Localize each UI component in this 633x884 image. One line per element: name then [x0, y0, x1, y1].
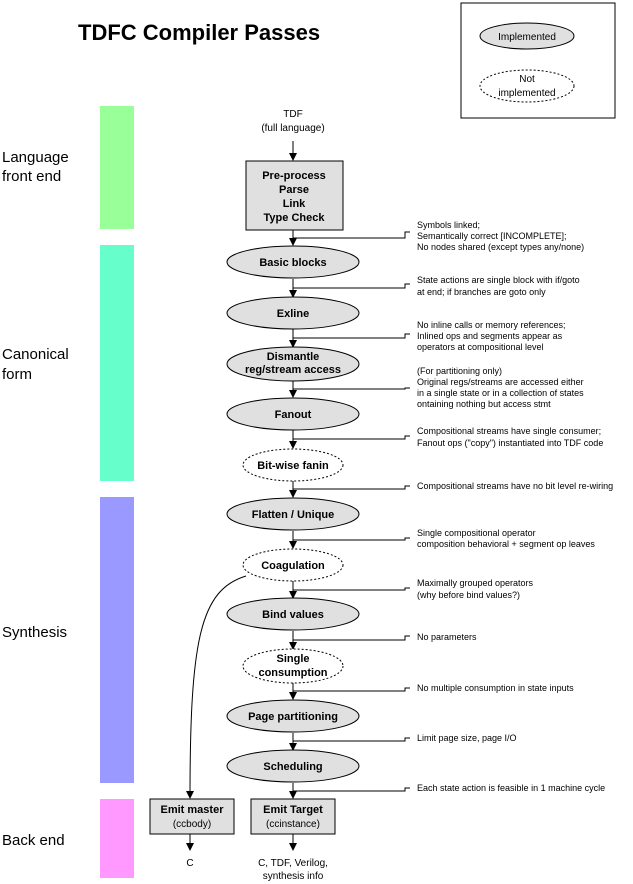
node-flatten-unique-label: Flatten / Unique [252, 509, 335, 521]
notes: Symbols linked; Semantically correct [IN… [417, 220, 613, 793]
note-3-line1: No inline calls or memory references; [417, 320, 566, 330]
node-exline [226, 296, 360, 330]
legend-implemented-ellipse [479, 22, 575, 50]
node-single-consumption-label-line1: Single [276, 653, 309, 665]
note-connectors [293, 231, 410, 792]
emit-target-title: Emit Target [263, 804, 323, 816]
stage-label-synthesis: Synthesis [2, 624, 67, 641]
note-connector-11 [293, 737, 410, 742]
emit-master-output: C [186, 858, 193, 869]
note-11-line1: Limit page size, page I/O [417, 733, 517, 743]
node-dismantle-label-line1: Dismantle [267, 351, 320, 363]
note-5-line1: Compositional streams have single consum… [417, 426, 601, 436]
node-dismantle-label-line2: reg/stream access [245, 364, 341, 376]
legend-not-implemented-ellipse [479, 69, 575, 103]
note-3-line2: Inlined ops and segments appear as [417, 331, 563, 341]
emit-target-sub: (ccinstance) [266, 819, 320, 830]
note-8-line2: (why before bind values?) [417, 590, 520, 600]
node-flatten-unique [226, 497, 360, 531]
pass-nodes: Basic blocks Exline Dismantle reg/stream… [226, 245, 360, 783]
node-dismantle [226, 346, 360, 382]
node-single-consumption [242, 648, 344, 684]
frontend-line-typecheck: Type Check [264, 212, 326, 224]
note-7-line2: composition behavioral + segment op leav… [417, 539, 595, 549]
legend-not-implemented-line2: implemented [498, 88, 555, 99]
stage-label-canonical-line1: Canonical [2, 346, 69, 363]
legend-not-implemented-line1: Not [519, 74, 535, 85]
note-connector-7 [293, 537, 410, 541]
frontend-line-preprocess: Pre-process [262, 170, 326, 182]
stage-bar-back-end [100, 799, 134, 878]
emit-target-output-line1: C, TDF, Verilog, [258, 858, 328, 869]
node-fanout [226, 397, 360, 431]
node-bind-values [226, 597, 360, 631]
note-connector-8 [293, 587, 410, 591]
note-connector-9 [293, 635, 410, 641]
node-coagulation [242, 548, 344, 582]
note-1-line1: Symbols linked; [417, 220, 480, 230]
emit-target-output-line2: synthesis info [263, 871, 324, 882]
note-10-line1: No multiple consumption in state inputs [417, 683, 574, 693]
note-1-line3: No nodes shared (except types any/none) [417, 242, 584, 252]
stage-label-language-line2: front end [2, 168, 61, 185]
stage-bar-synthesis [100, 497, 134, 783]
note-2-line2: at end; if branches are goto only [417, 287, 546, 297]
node-scheduling-label: Scheduling [263, 761, 322, 773]
stage-label-back-end: Back end [2, 832, 65, 849]
emit-master-title: Emit master [161, 804, 225, 816]
node-page-partitioning [226, 699, 360, 733]
note-4-line3: in a single state or in a collection of … [417, 388, 584, 398]
note-5-line2: Fanout ops ("copy") instantiated into TD… [417, 438, 603, 448]
node-exline-label: Exline [277, 308, 309, 320]
note-4-line4: ontaining nothing but access stmt [417, 399, 551, 409]
note-2-line1: State actions are single block with if/g… [417, 275, 580, 285]
note-connector-3 [293, 333, 410, 339]
emit-master-box [149, 798, 235, 835]
node-single-consumption-label-line2: consumption [258, 667, 327, 679]
note-4-line2: Original regs/streams are accessed eithe… [417, 377, 584, 387]
note-4-line1: (For partitioning only) [417, 366, 502, 376]
note-connector-4 [293, 387, 410, 390]
stage-bar-canonical-form [100, 245, 134, 481]
note-connector-6 [293, 485, 410, 490]
node-bind-values-label: Bind values [262, 609, 324, 621]
note-3-line3: operators at compositional level [417, 342, 544, 352]
node-basic-blocks [226, 245, 360, 279]
emit-target-box [250, 798, 336, 835]
legend-implemented-label: Implemented [498, 32, 556, 43]
stage-label-canonical-line2: form [2, 366, 32, 383]
node-bitwise-fanin-label: Bit-wise fanin [257, 460, 329, 472]
stage-label-language-line1: Language [2, 149, 69, 166]
emit-master-sub: (ccbody) [173, 819, 211, 830]
stage-bar-language-front-end [100, 106, 134, 229]
note-12-line1: Each state action is feasible in 1 machi… [417, 783, 605, 793]
note-connector-2 [293, 283, 410, 289]
note-6-line1: Compositional streams have no bit level … [417, 481, 613, 491]
arrow-coagulation-to-emit-master [186, 575, 247, 799]
input-text-line2: (full language) [261, 123, 324, 134]
legend: Implemented Not implemented [460, 2, 616, 119]
node-bitwise-fanin [242, 448, 344, 482]
node-basic-blocks-label: Basic blocks [259, 257, 326, 269]
note-connector-10 [293, 687, 410, 692]
input-text-line1: TDF [283, 109, 302, 120]
frontend-box [245, 160, 344, 231]
frontend-line-parse: Parse [279, 184, 309, 196]
node-coagulation-label: Coagulation [261, 560, 325, 572]
node-scheduling [226, 749, 360, 783]
node-fanout-label: Fanout [275, 409, 312, 421]
note-1-line2: Semantically correct [INCOMPLETE]; [417, 231, 567, 241]
note-connector-12 [293, 787, 410, 792]
note-9-line1: No parameters [417, 632, 477, 642]
note-connector-5 [293, 435, 410, 440]
note-7-line1: Single compositional operator [417, 528, 536, 538]
node-page-partitioning-label: Page partitioning [248, 711, 338, 723]
note-connector-1 [293, 231, 410, 239]
note-8-line1: Maximally grouped operators [417, 578, 534, 588]
page-title: TDFC Compiler Passes [78, 20, 320, 45]
frontend-line-link: Link [283, 198, 306, 210]
